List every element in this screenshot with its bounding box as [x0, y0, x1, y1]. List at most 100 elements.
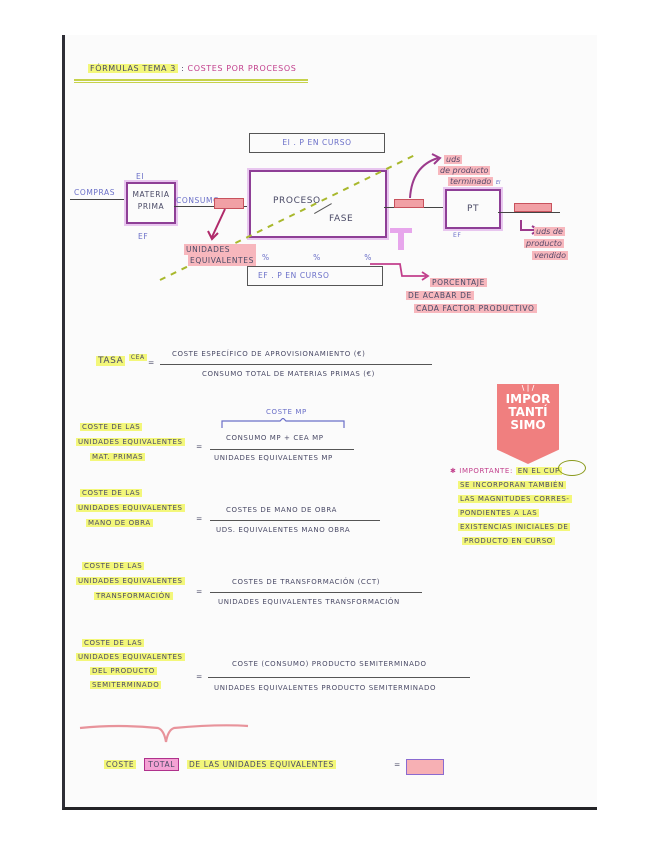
title-underline-2 — [74, 82, 308, 83]
terminated-note-line: uds — [444, 155, 463, 164]
total-boxed-word: TOTAL — [144, 758, 180, 771]
transformacion-denominator: UNIDADES EQUIVALENTES TRANSFORMACIÓN — [218, 598, 400, 606]
equiv-arrow-icon — [207, 208, 226, 241]
title-underline — [74, 79, 308, 81]
mo-fraction-bar — [210, 520, 380, 522]
cup-circle — [558, 460, 586, 476]
ef-en-curso-box: EF . P EN CURSO — [247, 266, 383, 286]
note-line: LAS MAGNITUDES CORRES- — [458, 495, 572, 503]
transformacion-label-line: UNIDADES EQUIVALENTES — [76, 577, 185, 585]
pt-label: PT — [466, 204, 480, 214]
semiterminado-label: COSTE DE LAS UNIDADES EQUIVALENTES DEL P… — [76, 636, 185, 692]
mp-label-line: MAT. PRIMAS — [90, 453, 146, 461]
total-rest: DE LAS UNIDADES EQUIVALENTES — [187, 760, 336, 769]
total-result-box — [406, 759, 444, 775]
compras-label: COMPRAS — [74, 188, 116, 197]
page-title: FÓRMULAS TEMA 3 : COSTES POR PROCESOS — [88, 64, 296, 73]
input-line — [70, 199, 126, 201]
tasa-denominator: CONSUMO TOTAL DE MATERIAS PRIMAS (€) — [202, 370, 375, 378]
note-line: SE INCORPORAN TAMBIÉN — [458, 481, 566, 489]
mo-label-line: MANO DE OBRA — [86, 519, 153, 527]
tasa-numerator: COSTE ESPECÍFICO DE APROVISIONAMIENTO (€… — [172, 350, 366, 358]
star-icon: ✱ — [450, 467, 457, 475]
mp-line2: PRIMA — [137, 202, 165, 211]
mo-label-line: COSTE DE LAS — [80, 489, 143, 497]
terminated-note: uds de producto terminado EI — [438, 154, 501, 189]
percentage-note: PORCENTAJE DE ACABAR DE CADA FACTOR PROD… — [406, 276, 537, 315]
semiterminado-fraction-bar — [208, 677, 470, 679]
ei-en-curso-box: EI . P EN CURSO — [249, 133, 385, 153]
semiterminado-label-line: SEMITERMINADO — [90, 681, 162, 689]
sold-line — [498, 212, 560, 214]
percent-marks: % % % — [262, 253, 372, 262]
pct-mark: % — [313, 253, 321, 262]
mo-equals: = — [196, 514, 203, 523]
materia-prima-box: MATERIA PRIMA — [126, 182, 176, 224]
sticker-line: IMPOR — [505, 392, 551, 406]
fase-label: FASE — [329, 214, 354, 224]
important-note: ✱ IMPORTANTE: EN EL CUP SE INCORPORAN TA… — [450, 464, 572, 548]
semiterminado-label-line: COSTE DE LAS — [82, 639, 145, 647]
percentage-note-line: DE ACABAR DE — [406, 291, 474, 300]
sold-note-line: producto — [524, 239, 564, 248]
semiterminado-label-line: UNIDADES EQUIVALENTES — [76, 653, 185, 661]
terminated-note-line: de producto — [438, 166, 491, 175]
title-prefix: FÓRMULAS TEMA 3 — [88, 64, 178, 73]
terminated-note-line: terminado — [448, 177, 494, 186]
equiv-units-line2: EQUIVALENTES — [188, 255, 256, 266]
mo-label-line: UNIDADES EQUIVALENTES — [76, 504, 185, 512]
t-marker-stem — [398, 228, 404, 250]
tasa-superscript: CEA — [128, 354, 147, 361]
sold-marker — [514, 203, 552, 212]
equiv-units-line1: UNIDADES — [184, 244, 256, 255]
mo-label: COSTE DE LAS UNIDADES EQUIVALENTES MANO … — [76, 486, 185, 531]
mp-label-line: COSTE DE LAS — [80, 423, 143, 431]
transformacion-equals: = — [196, 587, 203, 596]
semiterminado-numerator: COSTE (CONSUMO) PRODUCTO SEMITERMINADO — [232, 660, 427, 668]
mp-brace — [221, 418, 345, 428]
transformacion-label-line: COSTE DE LAS — [82, 562, 145, 570]
note-line: PONDIENTES A LAS — [458, 509, 540, 517]
mp-equals: = — [196, 442, 203, 451]
mp-denominator: UNIDADES EQUIVALENTES MP — [214, 454, 333, 462]
total-equals: = — [394, 760, 401, 769]
note-line: PRODUCTO EN CURSO — [462, 537, 555, 545]
note-line: EXISTENCIAS INICIALES DE — [458, 523, 571, 531]
mp-fraction-bar — [210, 449, 354, 451]
mp-ef-label: EF — [138, 232, 149, 241]
sparkle-icon: \ | / — [521, 384, 535, 392]
transformacion-label: COSTE DE LAS UNIDADES EQUIVALENTES TRANS… — [76, 559, 185, 604]
transformacion-label-line: TRANSFORMACIÓN — [94, 592, 173, 600]
tasa-word: TASA — [96, 356, 126, 366]
note-line: EN EL CUP — [515, 467, 562, 475]
pt-ef-label: EF — [453, 232, 462, 239]
mp-label-line: UNIDADES EQUIVALENTES — [76, 438, 185, 446]
tasa-equals: = — [148, 358, 155, 367]
transformacion-numerator: COSTES DE TRANSFORMACIÓN (CCT) — [232, 578, 381, 586]
consumo-label: CONSUMO — [176, 196, 220, 205]
mp-label: COSTE DE LAS UNIDADES EQUIVALENTES MAT. … — [76, 420, 185, 465]
consumo-marker — [214, 198, 244, 209]
mp-ei-label: EI — [136, 172, 145, 181]
sticker-line: SIMO — [510, 418, 546, 432]
title-subject: COSTES POR PROCESOS — [187, 64, 297, 73]
semiterminado-denominator: UNIDADES EQUIVALENTES PRODUCTO SEMITERMI… — [214, 684, 437, 692]
semiterminado-equals: = — [196, 672, 203, 681]
mp-numerator: CONSUMO MP + CEA MP — [226, 434, 324, 442]
sold-note: uds de producto vendido — [524, 226, 568, 262]
ei-en-curso-label: EI . P EN CURSO — [282, 138, 352, 147]
mo-numerator: COSTES DE MANO DE OBRA — [226, 506, 337, 514]
transformacion-fraction-bar — [210, 592, 422, 594]
pct-mark: % — [364, 253, 372, 262]
percentage-arrow-icon — [370, 263, 430, 281]
title-separator: : — [181, 64, 185, 73]
process-box: PROCESO FASE — [249, 170, 387, 238]
total-word: COSTE — [104, 760, 137, 769]
total-formula: COSTE TOTAL DE LAS UNIDADES EQUIVALENTES — [104, 758, 336, 771]
pt-box: PT — [445, 189, 501, 229]
mp-line1: MATERIA — [132, 190, 170, 199]
process-label: PROCESO — [273, 196, 321, 206]
tasa-fraction-bar — [160, 364, 432, 366]
terminated-ei: EI — [495, 180, 501, 186]
pct-mark: % — [262, 253, 270, 262]
